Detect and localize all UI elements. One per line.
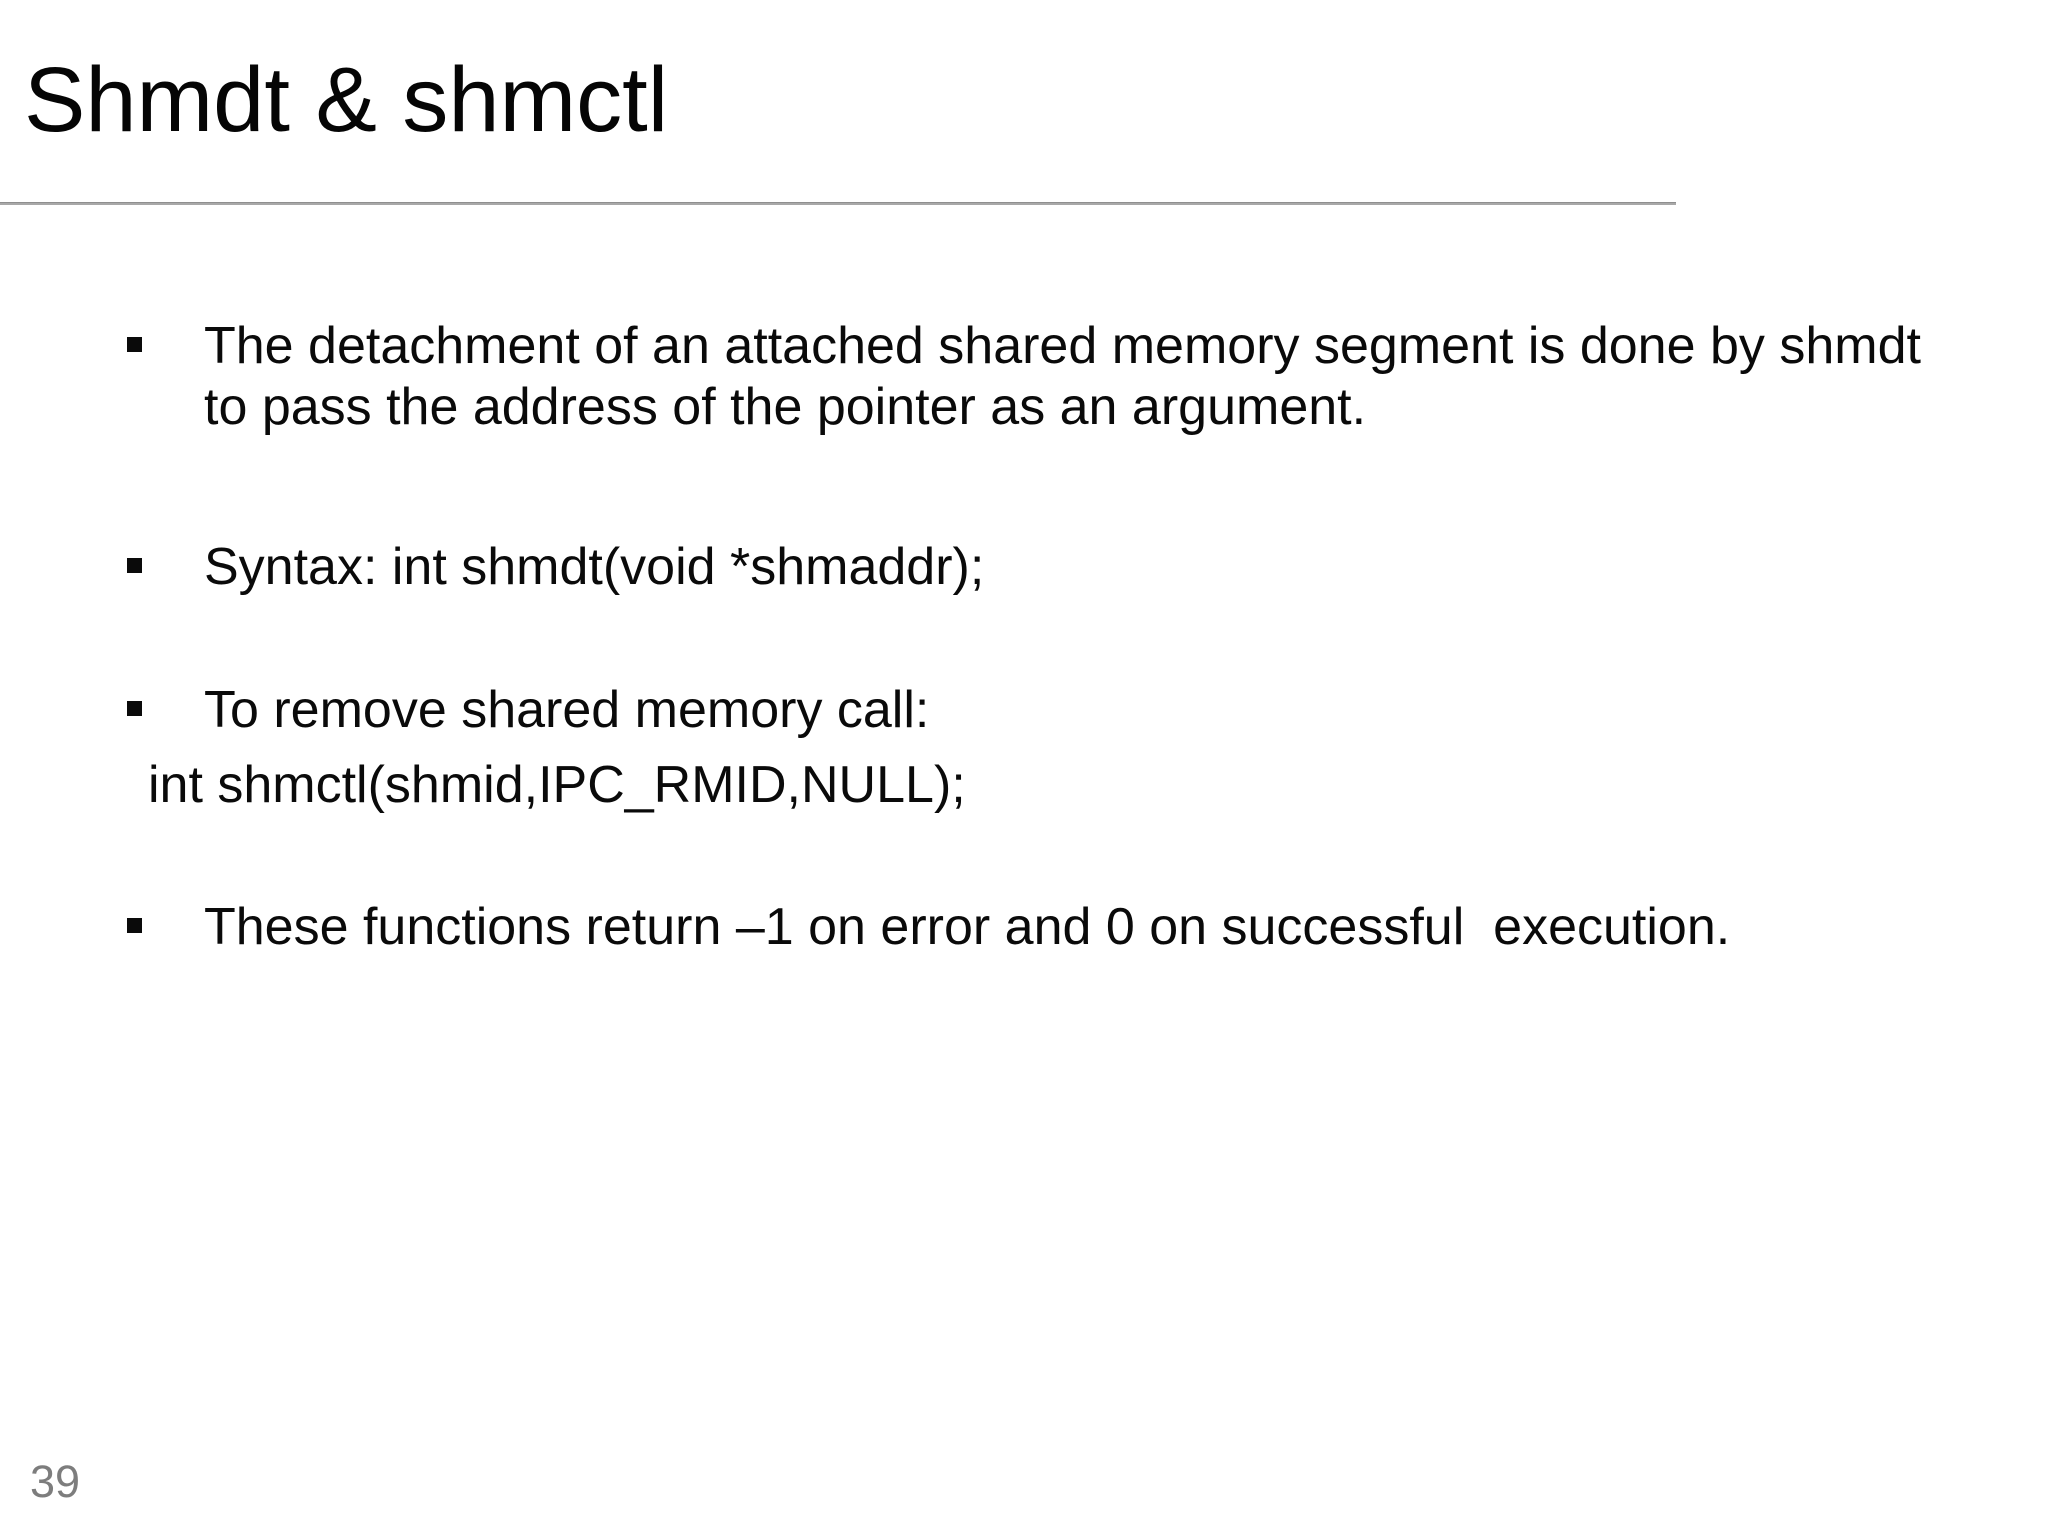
square-bullet-icon — [127, 558, 142, 573]
bullet-text-line: To remove shared memory call: — [204, 681, 930, 739]
slide-title: Shmdt & shmctl — [24, 49, 669, 151]
bullet-text-line: to pass the address of the pointer as an… — [204, 378, 1367, 436]
bullet-item-detachment: The detachment of an attached shared mem… — [0, 316, 1921, 438]
bullet-text-line: These functions return –1 on error and 0… — [204, 898, 1731, 956]
page-number: 39 — [30, 1456, 81, 1507]
bullet-item-remove: To remove shared memory call: — [0, 680, 929, 741]
title-divider — [0, 202, 1676, 205]
bullet-item-syntax: Syntax: int shmdt(void *shmaddr); — [0, 537, 984, 598]
bullet-text-line: The detachment of an attached shared mem… — [204, 317, 1921, 375]
shmctl-code-line: int shmctl(shmid,IPC_RMID,NULL); — [148, 756, 966, 814]
square-bullet-icon — [127, 701, 142, 716]
square-bullet-icon — [127, 337, 142, 352]
bullet-item-return-values: These functions return –1 on error and 0… — [0, 897, 1730, 958]
square-bullet-icon — [127, 918, 142, 933]
bullet-text-line: Syntax: int shmdt(void *shmaddr); — [204, 538, 985, 596]
